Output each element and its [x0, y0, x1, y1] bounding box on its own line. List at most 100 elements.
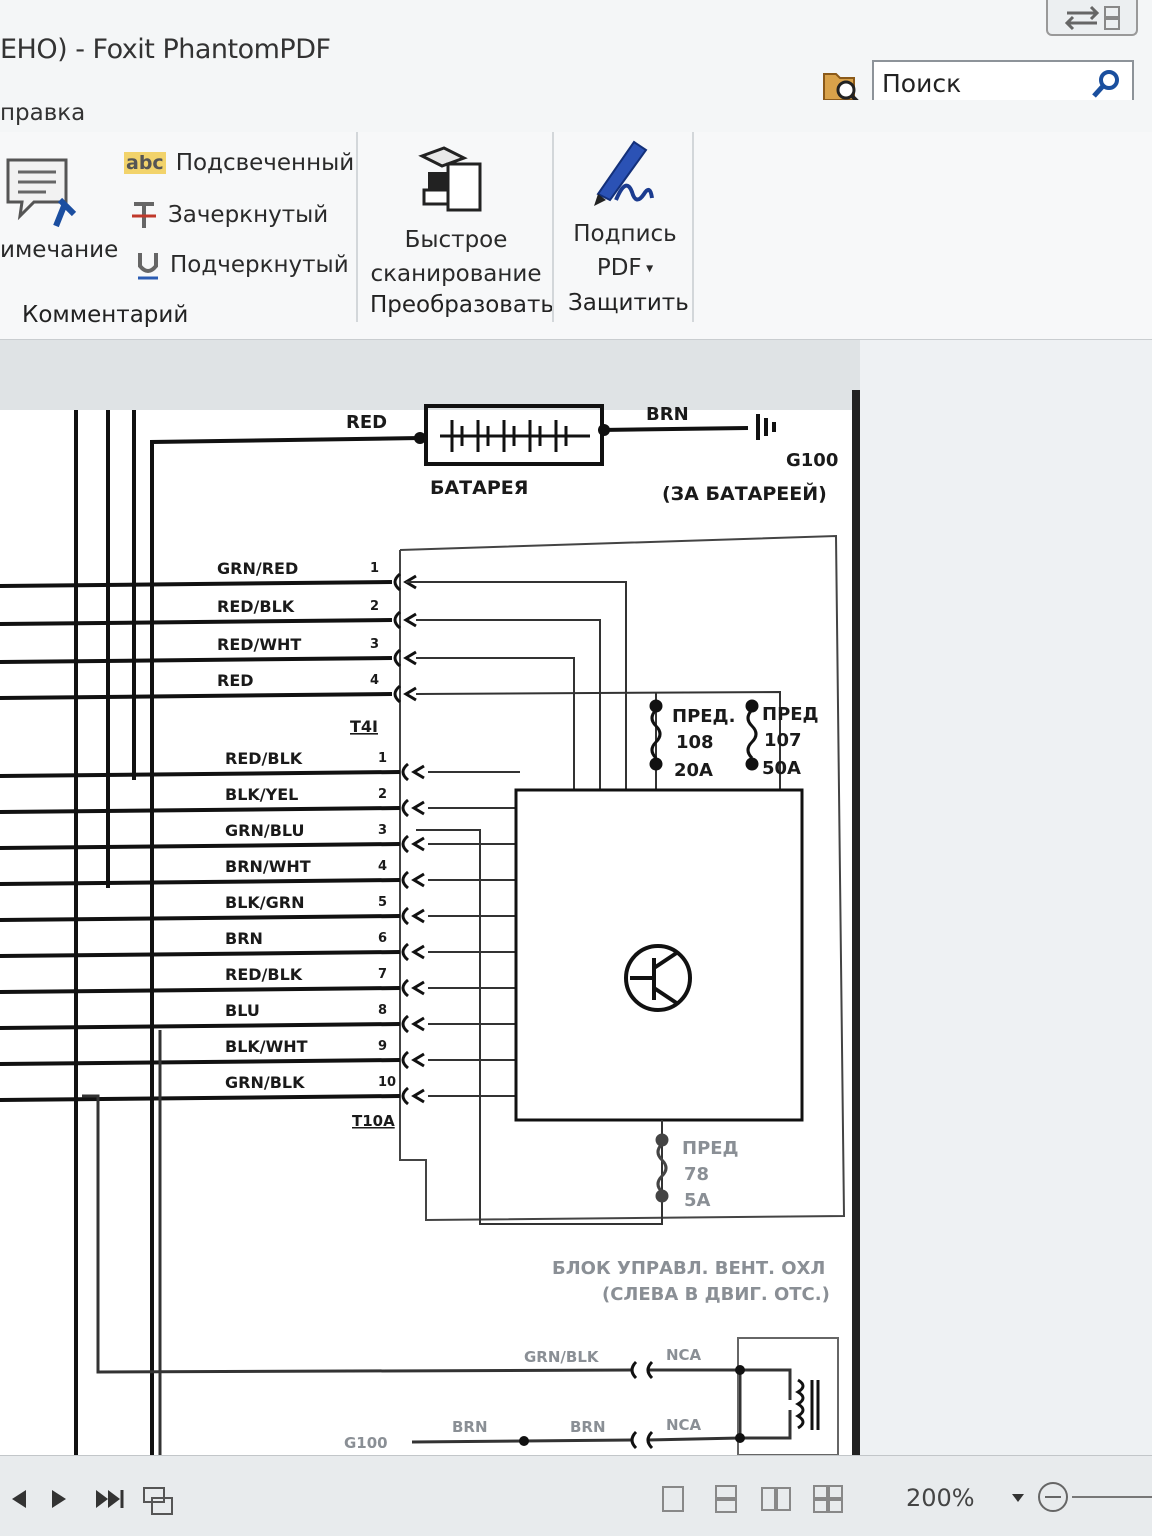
- pin-number-label: 10: [378, 1075, 396, 1090]
- wire-color-label: GRN/RED: [217, 559, 298, 578]
- page-border: [852, 390, 860, 1455]
- page-layout-icon[interactable]: [140, 1484, 176, 1518]
- pin-number-label: 8: [378, 1003, 387, 1018]
- wire-color-label: BRN: [225, 929, 263, 948]
- connector-id-label: T10A: [352, 1112, 395, 1130]
- underline-button[interactable]: Подчеркнутый: [136, 250, 349, 280]
- wire-color-label: GRN/BLU: [225, 821, 305, 840]
- connector-pin: [401, 1086, 425, 1106]
- scanner-icon: [418, 146, 482, 212]
- bottom-nca-1-label: NCA: [666, 1346, 702, 1364]
- wire-color-label: BLK/YEL: [225, 785, 298, 804]
- wire-line: [0, 1022, 401, 1030]
- sign-pdf-label-2: PDF ▾: [596, 255, 654, 281]
- search-folder-icon[interactable]: [822, 66, 862, 106]
- convert-group-label: Преобразовать: [370, 292, 554, 318]
- prev-page-icon[interactable]: [4, 1484, 34, 1514]
- zoom-dropdown-icon[interactable]: [1010, 1492, 1026, 1504]
- wire-color-label: RED/BLK: [217, 597, 295, 616]
- highlight-label: Подсвеченный: [175, 150, 355, 176]
- note-label: имечание: [0, 237, 119, 263]
- single-page-icon[interactable]: [660, 1484, 686, 1514]
- battery-neg-wire-label: BRN: [646, 404, 689, 425]
- strikeout-label: Зачеркнутый: [168, 202, 329, 228]
- pin-number-label: 2: [370, 599, 379, 614]
- connector-pin: [401, 1050, 425, 1070]
- connector-pin: [401, 834, 425, 854]
- connector-pin: [393, 610, 417, 630]
- group-separator: [552, 132, 554, 322]
- fuse-108: [649, 699, 663, 771]
- highlight-icon: abc: [124, 152, 166, 174]
- bottom-wire-1-label: GRN/BLK: [524, 1348, 600, 1366]
- connector-id-label: T4I: [350, 717, 378, 736]
- window-title: ЕНО) - Foxit PhantomPDF: [0, 34, 331, 65]
- pin-number-label: 4: [370, 673, 379, 688]
- wire-color-label: BLK/GRN: [225, 893, 304, 912]
- battery-symbol: [414, 404, 610, 466]
- last-page-icon[interactable]: [92, 1484, 126, 1514]
- module-name-line1: БЛОК УПРАВЛ. ВЕНТ. ОХЛ: [552, 1258, 825, 1279]
- ground-note-label: (ЗА БАТАРЕЕЙ): [662, 482, 827, 505]
- ribbon: имечание abc Подсвеченный Зачеркнутый По…: [0, 132, 1152, 340]
- wire-line: [0, 770, 401, 778]
- bottom-nca-2-label: NCA: [666, 1416, 702, 1434]
- zoom-level[interactable]: 200%: [906, 1484, 975, 1512]
- connector-pin: [401, 942, 425, 962]
- wire-line: [0, 806, 401, 814]
- restore-window-button[interactable]: [1046, 0, 1138, 36]
- continuous-facing-icon[interactable]: [812, 1484, 844, 1514]
- connector-pin: [401, 798, 425, 818]
- wire-color-label: RED/BLK: [225, 749, 303, 768]
- next-page-icon[interactable]: [44, 1484, 74, 1514]
- strikeout-button[interactable]: Зачеркнутый: [130, 200, 328, 230]
- fuse-108-line3: 20A: [674, 760, 713, 781]
- wire-line: [0, 878, 401, 886]
- group-separator: [692, 132, 694, 322]
- search-icon[interactable]: [1090, 68, 1122, 100]
- connector-pin: [401, 1014, 425, 1034]
- pin-number-label: 9: [378, 1039, 387, 1054]
- status-bar: 200%: [0, 1455, 1152, 1536]
- comment-group-label: Комментарий: [22, 302, 189, 328]
- wire-line: [0, 914, 401, 922]
- wire-line: [0, 1058, 401, 1066]
- dropdown-arrow-icon[interactable]: ▾: [641, 260, 654, 277]
- sign-pdf-button[interactable]: Подпись PDF ▾: [566, 136, 684, 286]
- connector-pin: [393, 684, 417, 704]
- connector-pin: [401, 906, 425, 926]
- zoom-out-icon[interactable]: [1036, 1480, 1070, 1514]
- highlight-button[interactable]: abc Подсвеченный: [124, 150, 354, 176]
- transistor-symbol: [624, 944, 692, 1012]
- pin-number-label: 4: [378, 859, 387, 874]
- page-background: [860, 340, 1152, 1455]
- facing-pages-icon[interactable]: [760, 1484, 792, 1514]
- quick-scan-label-1: Быстрое: [404, 227, 508, 253]
- wire-color-label: RED/WHT: [217, 635, 301, 654]
- wiring-diagram: RED BRN БАТАРЕЯ G100 (ЗА БАТАРЕЕЙ) GRN/R…: [0, 404, 846, 1455]
- fuse-107-line2: 107: [764, 730, 802, 751]
- menu-item-help[interactable]: правка: [0, 100, 86, 126]
- search-input[interactable]: Поиск: [872, 60, 1134, 106]
- pin-number-label: 1: [378, 751, 387, 766]
- pin-number-label: 7: [378, 967, 387, 982]
- strikeout-icon: [132, 202, 156, 228]
- wire-line: [0, 692, 393, 700]
- ground-symbol: [756, 414, 776, 440]
- protect-group-label: Защитить: [568, 290, 689, 316]
- battery-label: БАТАРЕЯ: [430, 477, 528, 499]
- quick-scan-button[interactable]: Быстрое сканирование: [370, 138, 542, 288]
- zoom-slider[interactable]: [1072, 1496, 1152, 1498]
- note-button[interactable]: [0, 152, 110, 272]
- pin-number-label: 2: [378, 787, 387, 802]
- wire-line: [0, 950, 401, 958]
- ground-id-label: G100: [786, 450, 838, 471]
- module-name-line2: (СЛЕВА В ДВИГ. ОТС.): [602, 1284, 830, 1305]
- pin-number-label: 3: [378, 823, 387, 838]
- document-area[interactable]: RED BRN БАТАРЕЯ G100 (ЗА БАТАРЕЕЙ) GRN/R…: [0, 340, 1152, 1455]
- bottom-wire-3-label: BRN: [570, 1418, 606, 1436]
- wire-color-label: BRN/WHT: [225, 857, 311, 876]
- pin-number-label: 5: [378, 895, 387, 910]
- fuse-78: [655, 1133, 669, 1203]
- continuous-page-icon[interactable]: [712, 1484, 742, 1514]
